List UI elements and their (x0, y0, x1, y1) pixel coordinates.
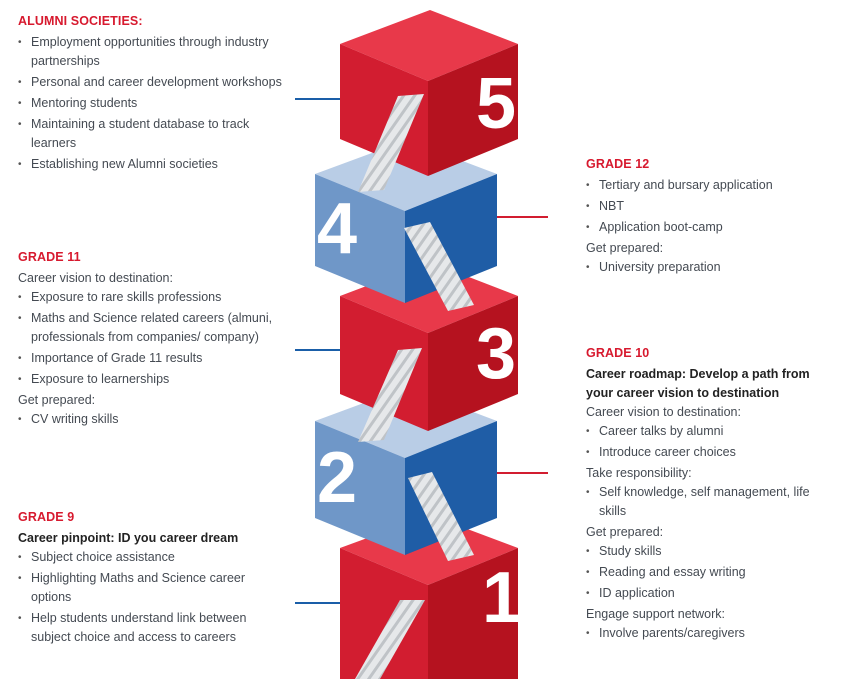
grade-9-title: GRADE 9 (18, 510, 75, 524)
cube-3-right (428, 296, 518, 431)
grade-11-intro: Career vision to destination: (18, 271, 173, 285)
cube-2-right (405, 421, 497, 555)
grade-10-prep-list: Study skills Reading and essay writing I… (586, 542, 836, 603)
cube-5-right (428, 44, 518, 176)
grade-9-subtitle: Career pinpoint: ID you career dream (18, 531, 239, 545)
list-item: Employment opportunities through industr… (18, 33, 283, 71)
grade-11-prep-list: CV writing skills (18, 410, 288, 429)
list-item: Self knowledge, self management, life sk… (586, 483, 836, 521)
cube-5-top (340, 10, 518, 81)
grade-10-intro: Career vision to destination: (586, 405, 741, 419)
grade-11-block: GRADE 11 Career vision to destination: E… (18, 248, 288, 431)
grade-11-title: GRADE 11 (18, 250, 81, 264)
cube-1-left (340, 548, 428, 679)
cube-3-left (340, 296, 428, 431)
list-item: Involve parents/caregivers (586, 624, 836, 643)
grade-12-prep-list: University preparation (586, 258, 836, 277)
cube-1-right (428, 548, 518, 679)
grade-12-list: Tertiary and bursary application NBT App… (586, 176, 836, 237)
alumni-list: Employment opportunities through industr… (18, 33, 283, 174)
grade-10-vision-list: Career talks by alumni Introduce career … (586, 422, 836, 462)
grade-10-resp-label: Take responsibility: (586, 466, 692, 480)
list-item: Mentoring students (18, 94, 283, 113)
list-item: Establishing new Alumni societies (18, 155, 283, 174)
list-item: Reading and essay writing (586, 563, 836, 582)
list-item: Maintaining a student database to track … (18, 115, 283, 153)
list-item: Introduce career choices (586, 443, 836, 462)
cube-5-number: 5 (476, 64, 516, 144)
grade-10-support-list: Involve parents/caregivers (586, 624, 836, 643)
cube-3-stairs (358, 348, 422, 442)
cube-2-number: 2 (317, 438, 357, 518)
cube-5-stairs (358, 94, 424, 192)
list-item: ID application (586, 584, 836, 603)
list-item: Career talks by alumni (586, 422, 836, 441)
list-item: Tertiary and bursary application (586, 176, 836, 195)
grade-9-list: Subject choice assistance Highlighting M… (18, 548, 283, 647)
cube-5-left (340, 44, 428, 176)
list-item: Highlighting Maths and Science career op… (18, 569, 283, 607)
list-item: Exposure to learnerships (18, 370, 288, 389)
list-item: Subject choice assistance (18, 548, 283, 567)
cube-3-number: 3 (476, 314, 516, 394)
grade-10-resp-list: Self knowledge, self management, life sk… (586, 483, 836, 521)
cube-2-left (315, 421, 405, 555)
list-item: Maths and Science related careers (almun… (18, 309, 288, 347)
grade-10-prep-label: Get prepared: (586, 525, 664, 539)
list-item: Exposure to rare skills professions (18, 288, 288, 307)
cube-1-number: 1 (482, 558, 522, 638)
list-item: CV writing skills (18, 410, 288, 429)
cube-5: 5 (340, 10, 518, 192)
list-item: Study skills (586, 542, 836, 561)
cube-2: 2 (315, 387, 497, 561)
list-item: Personal and career development workshop… (18, 73, 283, 92)
list-item: University preparation (586, 258, 836, 277)
cube-4-stairs (404, 222, 474, 311)
list-item: Application boot-camp (586, 218, 836, 237)
grade-12-prep-label: Get prepared: (586, 241, 664, 255)
list-item: NBT (586, 197, 836, 216)
grade-9-block: GRADE 9 Career pinpoint: ID you career d… (18, 508, 283, 649)
grade-12-block: GRADE 12 Tertiary and bursary applicatio… (586, 155, 836, 279)
list-item: Importance of Grade 11 results (18, 349, 288, 368)
cube-4-left (315, 174, 405, 303)
grade-10-subtitle: Career roadmap: Develop a path from your… (586, 367, 810, 400)
alumni-societies-block: ALUMNI SOCIETIES: Employment opportuniti… (18, 12, 283, 176)
grade-11-prep-label: Get prepared: (18, 393, 96, 407)
grade-10-support-label: Engage support network: (586, 607, 725, 621)
alumni-title: ALUMNI SOCIETIES: (18, 14, 143, 28)
grade-11-list: Exposure to rare skills professions Math… (18, 288, 288, 389)
cube-1-stairs (355, 600, 425, 679)
grade-12-title: GRADE 12 (586, 157, 650, 171)
cube-2-stairs (408, 472, 474, 561)
cube-4-number: 4 (317, 189, 357, 269)
grade-10-block: GRADE 10 Career roadmap: Develop a path … (586, 344, 836, 645)
list-item: Help students understand link between su… (18, 609, 283, 647)
grade-10-title: GRADE 10 (586, 346, 650, 360)
